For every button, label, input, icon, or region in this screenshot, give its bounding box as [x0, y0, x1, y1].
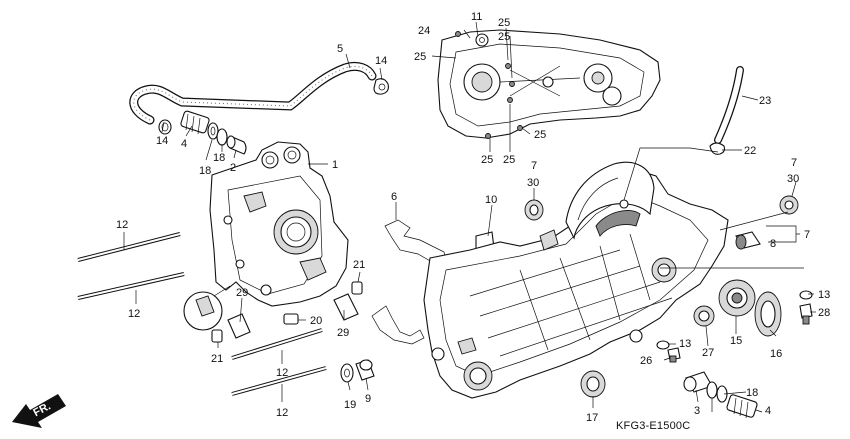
callout-18-bottom-right: 18	[746, 387, 758, 399]
washer-13-left	[656, 340, 670, 350]
callout-3: 3	[694, 405, 700, 417]
drain-tube	[714, 66, 744, 144]
callout-21-upper: 21	[353, 259, 365, 271]
stud-bolt-upper-left	[77, 232, 181, 262]
callout-20: 20	[310, 315, 322, 327]
right-crankcase	[423, 169, 729, 399]
callout-14-left: 14	[156, 135, 168, 147]
callout-28: 28	[818, 307, 830, 319]
diagram-code: KFG3-E1500C	[616, 420, 690, 432]
hose-clamp-left	[158, 119, 172, 135]
callout-30-left: 30	[527, 177, 539, 189]
front-direction-arrow: FR.	[12, 394, 66, 428]
callout-29-left: 29	[236, 287, 248, 299]
callout-25-bottom-left: 25	[481, 154, 493, 166]
washer-19	[340, 363, 354, 383]
dowel-detail-circle	[183, 285, 231, 331]
left-crankcase	[209, 141, 349, 307]
callout-19: 19	[344, 399, 356, 411]
callout-12-d: 12	[276, 407, 288, 419]
callout-29-right: 29	[337, 327, 349, 339]
fan-shroud	[565, 161, 655, 240]
callout-8: 8	[770, 238, 776, 250]
oil-seal-30-left	[524, 199, 544, 221]
callout-15: 15	[730, 335, 742, 347]
washer-top-left	[207, 122, 219, 140]
leader-lines	[123, 21, 816, 413]
callout-22: 22	[744, 145, 756, 157]
callout-18-top-mid: 18	[213, 152, 225, 164]
washer-top-mid	[216, 128, 228, 146]
callout-6: 6	[391, 191, 397, 203]
collar-3	[683, 371, 713, 393]
callout-25-bottom-mid: 25	[503, 154, 515, 166]
callout-27: 27	[702, 347, 714, 359]
joint-left	[180, 110, 210, 135]
callout-11: 11	[471, 11, 482, 23]
dowel-pin-20	[283, 313, 299, 325]
callout-7-right-top: 7	[791, 157, 797, 169]
callout-12-a: 12	[116, 219, 128, 231]
callout-4-right: 4	[765, 405, 771, 417]
bolt-28	[799, 303, 813, 325]
callout-13-left: 13	[679, 338, 691, 350]
washer-13-right	[799, 290, 813, 300]
callout-24: 24	[418, 25, 430, 37]
joint-bottom-right	[726, 394, 758, 419]
callout-25-right: 25	[534, 129, 546, 141]
tube-clip	[709, 142, 726, 155]
callout-5: 5	[337, 43, 343, 55]
callout-12-c: 12	[276, 367, 288, 379]
stud-bolt-lower-left	[77, 272, 185, 300]
callout-14-right: 14	[375, 55, 387, 67]
oil-seal-17	[580, 370, 606, 398]
oil-seal-16	[754, 291, 782, 337]
dowel-pin-21-upper	[351, 281, 363, 295]
callout-10: 10	[485, 194, 497, 206]
bearing-27	[693, 305, 715, 327]
callout-25-top: 25	[498, 17, 510, 29]
collar	[226, 135, 247, 155]
hose-clamp-right	[373, 78, 389, 95]
callout-4-left: 4	[181, 138, 187, 150]
stud-bolt-bottom-1	[231, 328, 323, 360]
bolt-26	[667, 347, 681, 363]
transmission-cover	[437, 29, 661, 139]
callout-25-left: 25	[414, 51, 426, 63]
dowel-pin-21-lower	[211, 329, 223, 343]
callout-12-b: 12	[128, 308, 140, 320]
callout-17: 17	[586, 412, 598, 424]
dowel-pin-29-right	[333, 293, 359, 321]
callout-labels: 1 2 3 4 4 5 6 7 7 7 8 9 10 11 12 12 12 1…	[116, 11, 830, 424]
callout-13-right: 13	[818, 289, 830, 301]
callout-25-upper-mid: 25	[498, 31, 510, 43]
callout-18-top-left: 18	[199, 165, 211, 177]
collar-9	[355, 359, 375, 381]
dowel-pin-29-left	[227, 313, 251, 339]
callout-2: 2	[230, 162, 236, 174]
callout-9: 9	[365, 393, 371, 405]
washer-bottom-18a	[706, 381, 718, 399]
callout-23: 23	[759, 95, 771, 107]
stud-bolt-bottom-2	[231, 366, 327, 396]
callout-26: 26	[640, 355, 652, 367]
bearing-15	[718, 279, 756, 317]
callout-16: 16	[770, 348, 782, 360]
oil-seal-30-right	[779, 195, 799, 215]
callout-7-right-side: 7	[804, 229, 810, 241]
breather-tube	[129, 61, 377, 125]
callout-7-left: 7	[531, 160, 537, 172]
callout-30-right: 30	[787, 173, 799, 185]
callout-1: 1	[332, 159, 338, 171]
bushing-8	[735, 231, 761, 250]
callout-21-lower: 21	[211, 353, 223, 365]
